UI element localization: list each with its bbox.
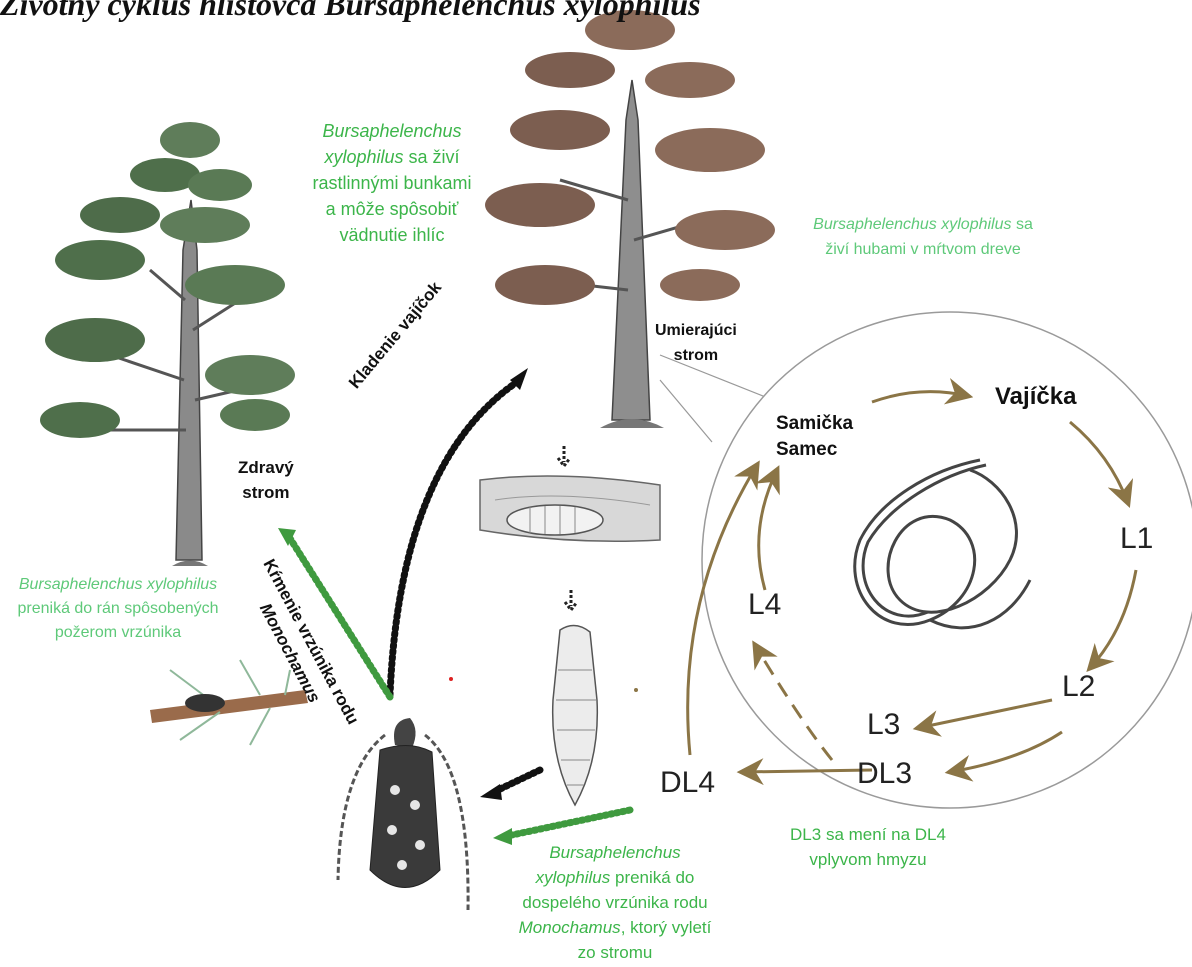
note-feeds-fungi: Bursaphelenchus xylophilus sa živí hubam… bbox=[813, 216, 1033, 258]
zoom-line-top bbox=[659, 354, 779, 403]
stage-l4: L4 bbox=[748, 588, 782, 621]
arrow-l2-to-dl3 bbox=[944, 730, 1063, 782]
down-arrow-2 bbox=[563, 590, 579, 613]
stage-dl3: DL3 bbox=[857, 757, 913, 790]
pupa-to-beetle-arrow bbox=[480, 766, 544, 800]
stage-l1: L1 bbox=[1120, 522, 1154, 555]
dying-tree-label: Umierajúci strom bbox=[655, 322, 737, 364]
healthy-pine-tree-icon bbox=[40, 122, 295, 566]
pupa-icon bbox=[551, 624, 599, 807]
arrow-l1-to-l2 bbox=[1086, 569, 1138, 672]
arrow-dl3-to-l4 bbox=[752, 640, 834, 761]
zoom-circle bbox=[701, 311, 1192, 809]
eggs-label: Vajíčka bbox=[995, 383, 1077, 410]
egg-laying-arrow bbox=[386, 368, 528, 699]
larva-in-wood-icon bbox=[479, 475, 661, 542]
stage-l2: L2 bbox=[1062, 670, 1096, 703]
note-enters-adult-beetle: Bursaphelenchus xylophilus preniká do do… bbox=[518, 843, 712, 962]
dying-pine-tree-icon bbox=[485, 10, 775, 428]
arrow-l4-to-adults bbox=[755, 465, 780, 591]
healthy-tree-label: Zdravý strom bbox=[238, 458, 294, 502]
beetle-on-twig-icon bbox=[150, 659, 308, 746]
note-dl3-change: DL3 sa mení na DL4 vplyvom hmyzu bbox=[790, 825, 946, 869]
zoom-line-bottom bbox=[659, 379, 713, 443]
down-arrow-1 bbox=[556, 446, 572, 469]
arrow-adults-to-eggs bbox=[871, 378, 974, 405]
page-title: Životný cyklus hlístovca Bursaphelenchus… bbox=[0, 0, 701, 22]
stage-l3: L3 bbox=[867, 708, 901, 741]
note-enters-wounds: Bursaphelenchus xylophilus preniká do rá… bbox=[17, 576, 219, 641]
cycle-arrows bbox=[686, 378, 1138, 786]
arrow-dl4-to-adults bbox=[686, 460, 760, 756]
arrow-eggs-to-l1 bbox=[1069, 420, 1134, 509]
adults-label: Samička Samec bbox=[776, 413, 854, 460]
feeding-arrow bbox=[278, 528, 394, 701]
arrow-l2-to-l3 bbox=[912, 698, 1053, 737]
stage-dl4: DL4 bbox=[660, 766, 716, 799]
longhorn-beetle-icon bbox=[336, 718, 470, 911]
dl4-to-beetle-arrow bbox=[493, 806, 634, 845]
arrow-dl3-to-dl4 bbox=[736, 758, 873, 786]
note-feeds-plant-cells: Bursaphelenchus xylophilus sa živí rastl… bbox=[312, 121, 472, 245]
nematode-worm-icon bbox=[853, 458, 1032, 630]
